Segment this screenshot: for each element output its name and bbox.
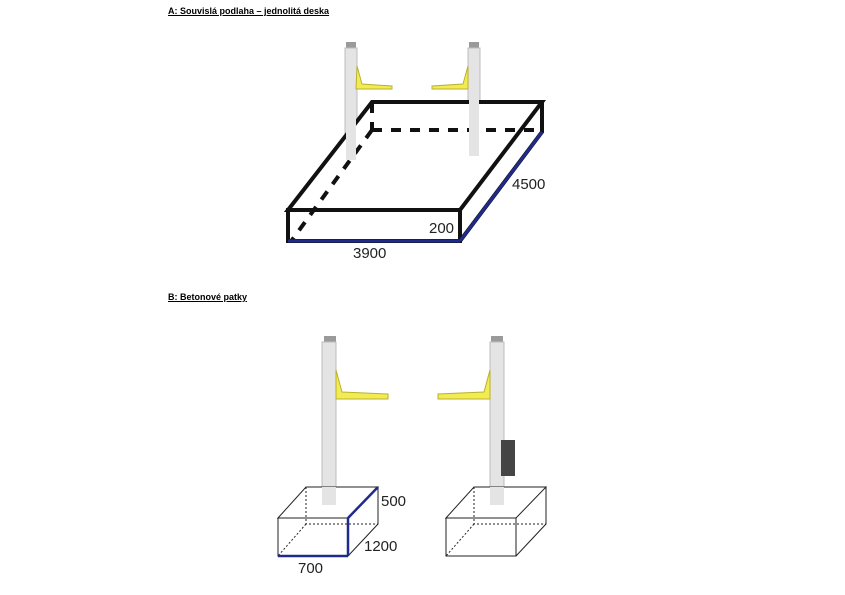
section-b-heading: B: Betonové patky [168,292,248,302]
slab-hidden-edges [290,103,535,242]
slab-width-label: 4500 [512,176,545,193]
footing-width-label: 700 [298,560,323,577]
footing-right-arm [437,369,491,400]
footing-motor-unit [501,440,515,476]
slab-outline [283,100,547,243]
slab-thickness-label: 200 [429,220,454,237]
footing-diagram: 500 700 1200 [276,336,548,577]
section-a-heading: A: Souvislá podlaha – jednolitá deska [168,6,330,16]
slab-dimension-edges [288,131,544,243]
footing-height-label: 500 [381,493,406,510]
lift-arms [355,65,469,90]
slab-length-label: 3900 [353,245,386,262]
left-footing-dimension-edges [278,486,379,558]
footing-depth-label: 1200 [364,538,397,555]
slab-diagram: 3900 4500 200 [283,42,547,262]
footing-left-arm [335,369,389,400]
